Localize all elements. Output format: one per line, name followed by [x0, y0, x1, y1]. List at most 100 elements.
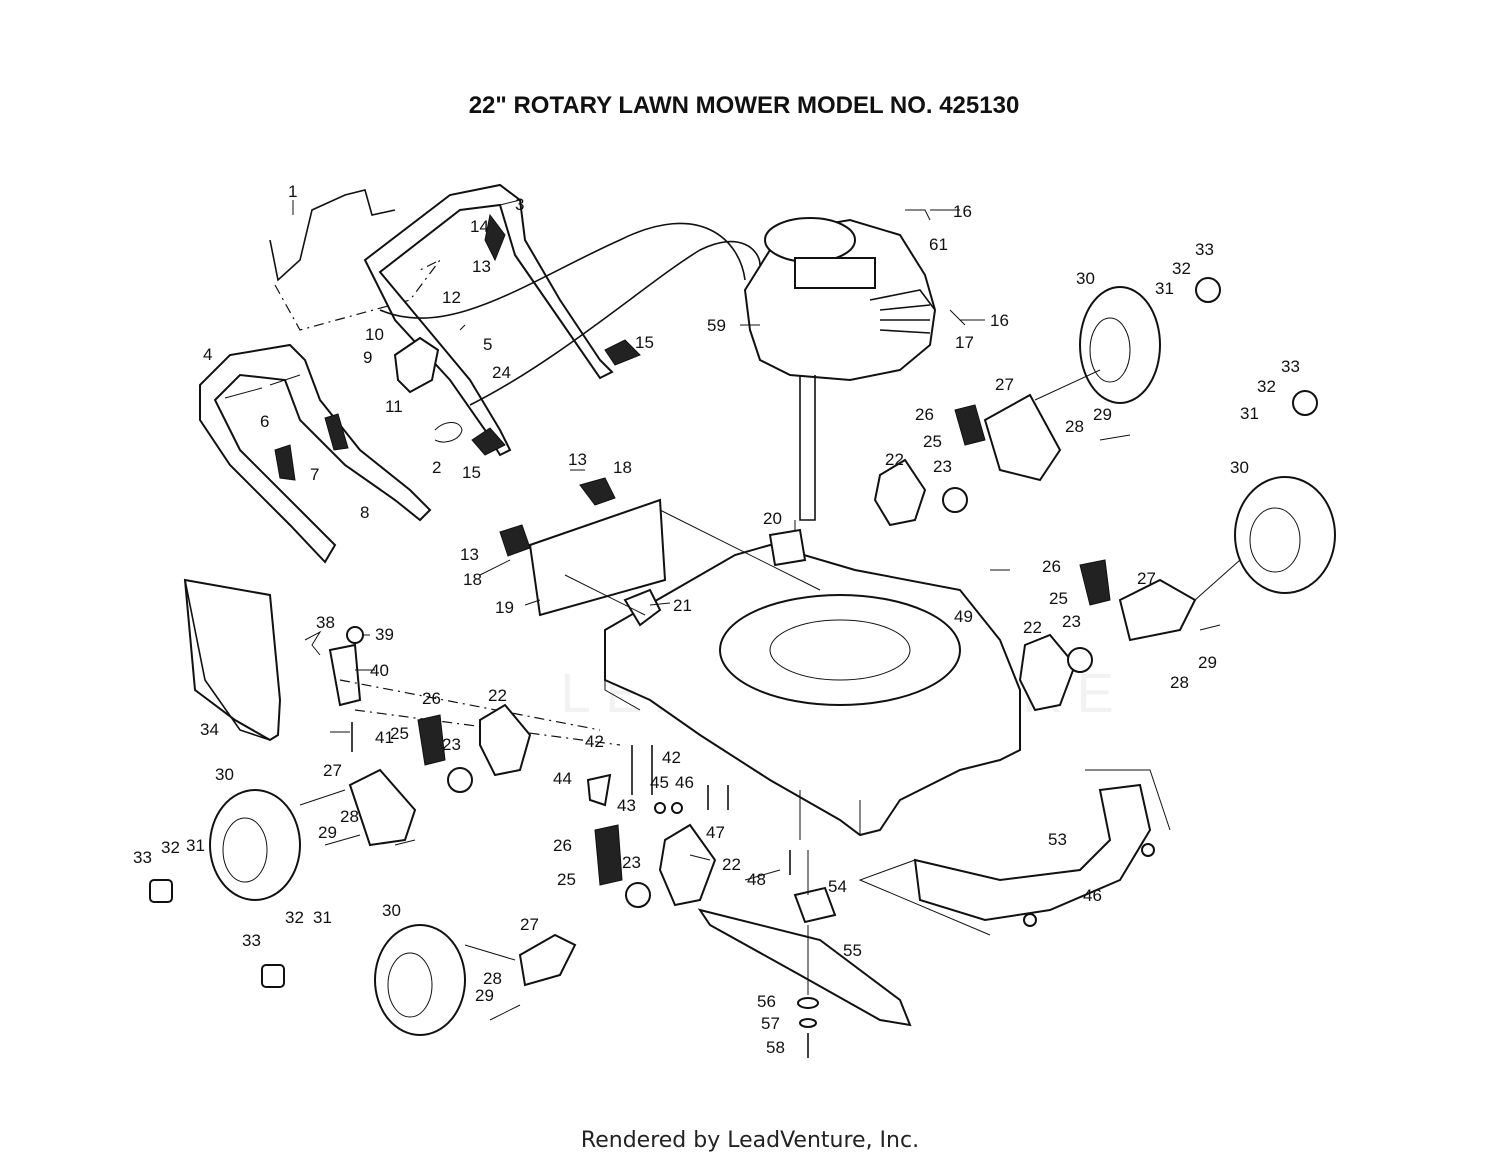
callout-29-d: 29 — [475, 986, 494, 1005]
callout-29-a: 29 — [1093, 405, 1112, 424]
callout-32-a: 32 — [1172, 259, 1191, 278]
deck-edges — [604, 630, 861, 840]
front-right-wheel-assembly-b — [1018, 390, 1336, 712]
baffle-outline — [858, 769, 1171, 936]
adjuster-spacer-d — [625, 882, 651, 908]
callout-13-c: 13 — [460, 545, 479, 564]
callout-12: 12 — [442, 288, 461, 307]
callout-56: 56 — [757, 992, 776, 1011]
adjuster-spacer-a — [942, 487, 968, 513]
rear-shield-guide-lines — [564, 509, 821, 616]
rear-shield-part — [528, 498, 667, 617]
callout-20: 20 — [763, 509, 782, 528]
callout-7: 7 — [310, 465, 319, 484]
callout-31-a: 31 — [1155, 279, 1174, 298]
clip-part — [434, 422, 463, 443]
callout-39: 39 — [375, 625, 394, 644]
callout-28-d: 28 — [483, 969, 502, 988]
callout-17: 17 — [955, 333, 974, 352]
callout-30-d: 30 — [382, 901, 401, 920]
upper-handle-assembly — [199, 183, 761, 564]
leader-lines — [292, 199, 1010, 881]
height-lever-a — [954, 404, 986, 446]
height-adjuster-b — [1118, 578, 1197, 642]
callout-28-c: 28 — [340, 807, 359, 826]
blade-part — [697, 908, 912, 1027]
callout-28-b: 28 — [1170, 673, 1189, 692]
callout-27-b: 27 — [1137, 569, 1156, 588]
callout-25-d: 25 — [557, 870, 576, 889]
engine-cooling-fins — [869, 289, 936, 334]
lower-handle-part — [199, 343, 432, 564]
baffle-nut-a — [1141, 843, 1155, 857]
callout-27-a: 27 — [995, 375, 1014, 394]
callout-28-a: 28 — [1065, 417, 1084, 436]
callout-42-b: 42 — [662, 748, 681, 767]
cable-bracket-part — [393, 336, 440, 394]
callout-25-a: 25 — [923, 432, 942, 451]
callout-26-a: 26 — [915, 405, 934, 424]
callout-38: 38 — [316, 613, 335, 632]
callout-22-a: 22 — [885, 450, 904, 469]
wheel-hub-a — [1089, 317, 1131, 383]
callout-31-b: 31 — [1240, 404, 1259, 423]
callout-4: 4 — [203, 345, 212, 364]
callout-8: 8 — [360, 503, 369, 522]
callout-31-c: 31 — [186, 836, 205, 855]
callout-45: 45 — [650, 773, 669, 792]
callout-23-b: 23 — [1062, 612, 1081, 631]
callout-18-b: 18 — [463, 570, 482, 589]
callout-9: 9 — [363, 348, 372, 367]
callout-13-b: 13 — [568, 450, 587, 469]
callout-13-a: 13 — [472, 257, 491, 276]
callout-22-d: 22 — [722, 855, 741, 874]
engine-recoil-part — [764, 217, 856, 263]
callout-55: 55 — [843, 941, 862, 960]
washer-56-part — [797, 997, 819, 1009]
baffle-assembly — [858, 769, 1171, 936]
nut-46-part — [671, 802, 683, 814]
callout-34: 34 — [200, 720, 219, 739]
spring-part — [304, 630, 322, 656]
handle-bolt-part-2 — [324, 413, 349, 451]
height-lever-c — [417, 714, 446, 766]
deflector-44-part — [586, 773, 612, 807]
diagram-title: 22" ROTARY LAWN MOWER MODEL NO. 425130 — [468, 92, 1020, 119]
callout-24: 24 — [492, 363, 511, 382]
wheel-hub-c — [222, 817, 268, 883]
front-right-wheel-assembly — [873, 277, 1221, 527]
callouts: 1 2 3 4 5 6 7 8 9 10 11 12 13 13 13 14 1… — [133, 182, 1300, 1057]
callout-49: 49 — [954, 607, 973, 626]
deck-bracket-20-part — [768, 528, 807, 567]
callout-30-c: 30 — [215, 765, 234, 784]
callout-46-b: 46 — [1083, 886, 1102, 905]
callout-11: 11 — [385, 397, 403, 416]
adjuster-plate-d — [658, 823, 717, 907]
callout-40: 40 — [370, 661, 389, 680]
callout-15-b: 15 — [462, 463, 481, 482]
callout-54: 54 — [828, 877, 847, 896]
callout-61: 61 — [929, 235, 948, 254]
adjuster-spacer-b — [1067, 647, 1093, 673]
callout-31-d: 31 — [313, 908, 332, 927]
callout-47: 47 — [706, 823, 725, 842]
callout-15-a: 15 — [635, 333, 654, 352]
callout-32-c: 32 — [161, 838, 180, 857]
wheel-part-b — [1234, 476, 1336, 594]
callout-48: 48 — [747, 870, 766, 889]
rear-left-wheel-assembly — [149, 703, 532, 903]
hubcap-c — [149, 879, 173, 903]
callout-30-b: 30 — [1230, 458, 1249, 477]
mower-deck-assembly — [499, 477, 1021, 840]
nut-45-part — [654, 802, 666, 814]
callout-18-a: 18 — [613, 458, 632, 477]
callout-57: 57 — [761, 1014, 780, 1033]
callout-29-c: 29 — [318, 823, 337, 842]
engine-fuel-tank-part — [794, 257, 876, 289]
callout-33-a: 33 — [1195, 240, 1214, 259]
callout-26-c: 26 — [422, 689, 441, 708]
callout-2: 2 — [432, 458, 441, 477]
nut-part — [346, 626, 364, 644]
callout-26-b: 26 — [1042, 557, 1061, 576]
